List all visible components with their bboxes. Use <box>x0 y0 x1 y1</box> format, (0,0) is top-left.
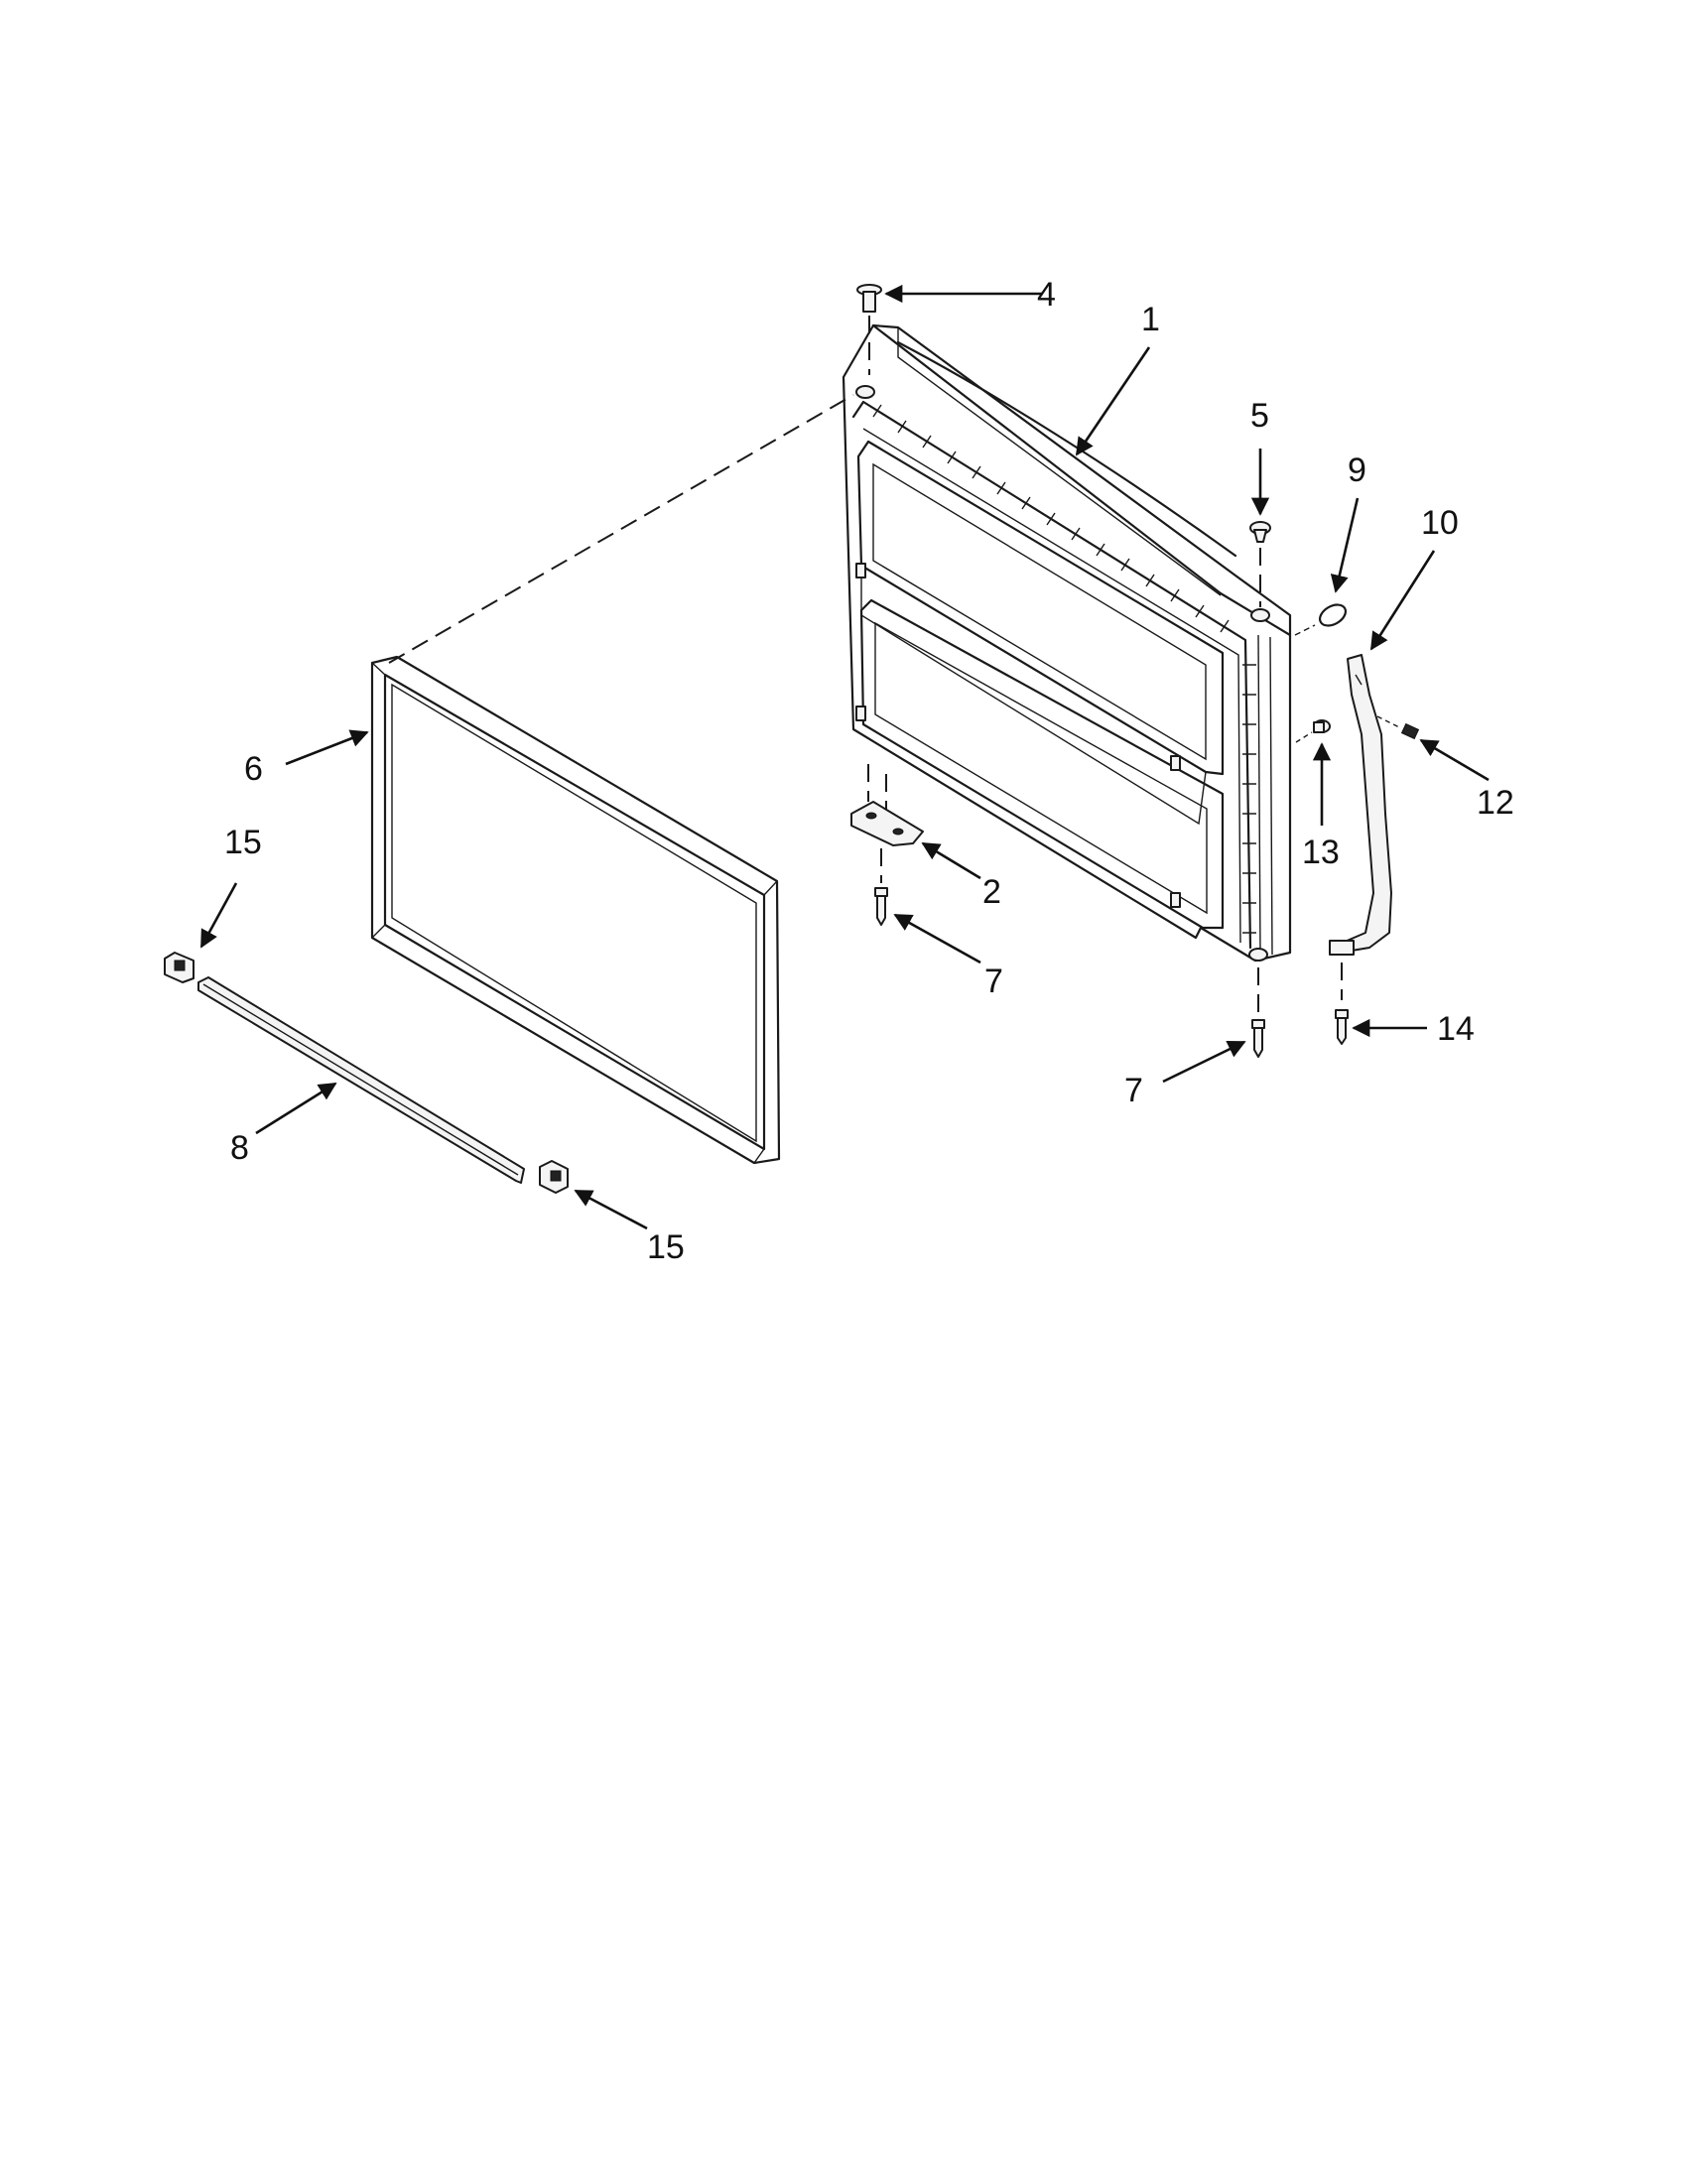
handle-stud <box>1295 719 1331 743</box>
set-screw <box>1376 715 1420 740</box>
door-handle <box>1329 654 1392 956</box>
arrow-7b <box>1162 1040 1246 1084</box>
callout-14: 14 <box>1437 1010 1475 1048</box>
callout-9: 9 <box>1348 451 1366 489</box>
trim-strip <box>197 976 525 1184</box>
screw-right <box>1251 967 1265 1058</box>
callout-1: 1 <box>1141 301 1160 338</box>
arrow-7a <box>893 913 981 964</box>
callout-6: 6 <box>244 750 263 788</box>
gasket-ridges <box>872 404 1256 934</box>
callout-15-bottom: 15 <box>647 1228 685 1266</box>
arrow-12 <box>1419 738 1490 782</box>
arrow-6 <box>285 729 369 766</box>
callout-labels: 4 1 5 9 10 12 13 2 7 7 14 6 15 8 15 <box>224 276 1514 1266</box>
arrow-15b <box>574 1189 648 1230</box>
leader-arrows <box>199 284 1490 1230</box>
callout-10: 10 <box>1421 504 1459 542</box>
arrow-1 <box>1075 346 1151 456</box>
door-gasket <box>370 655 781 1165</box>
alignment-line <box>388 394 854 664</box>
end-cap-left <box>164 952 195 983</box>
arrow-9 <box>1330 497 1360 593</box>
callout-7-right: 7 <box>1124 1072 1143 1109</box>
freezer-door <box>842 323 1292 963</box>
bottom-hinge-bracket <box>850 764 924 846</box>
callout-5: 5 <box>1250 397 1269 435</box>
plug-button <box>1249 521 1271 607</box>
arrow-15a <box>199 882 238 949</box>
callout-8: 8 <box>230 1129 249 1167</box>
callout-7-left: 7 <box>984 963 1003 1000</box>
o-ring <box>1294 603 1348 636</box>
callout-12: 12 <box>1477 784 1514 822</box>
arrow-8 <box>255 1082 337 1135</box>
callout-2: 2 <box>982 873 1001 911</box>
arrow-2 <box>921 841 981 880</box>
hinge-pin-top <box>856 284 882 375</box>
screw-left <box>874 848 888 926</box>
callout-13: 13 <box>1302 834 1340 871</box>
arrow-10 <box>1369 550 1436 651</box>
handle-screw <box>1335 963 1349 1045</box>
end-cap-right <box>539 1160 569 1194</box>
callout-4: 4 <box>1037 276 1056 314</box>
callout-15-top: 15 <box>224 824 262 861</box>
